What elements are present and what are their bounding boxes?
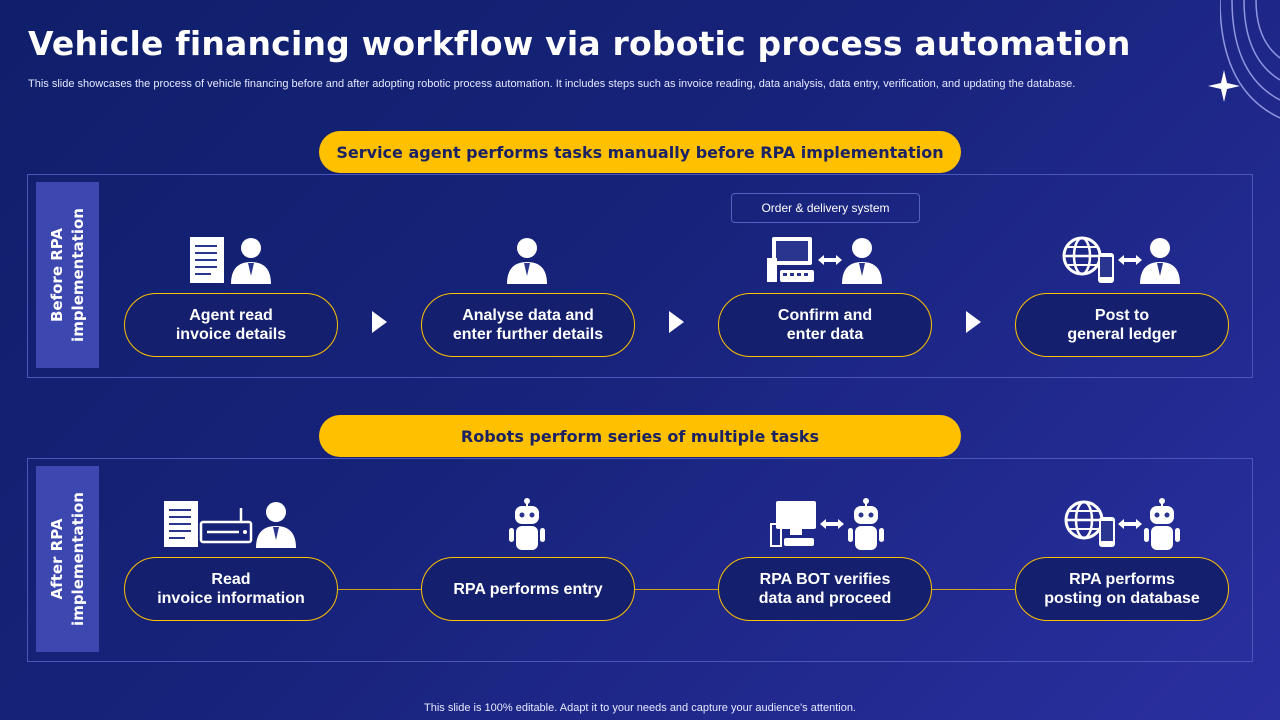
phone-icon [1099, 517, 1115, 547]
footer-note: This slide is 100% editable. Adapt it to… [424, 702, 856, 714]
double-arrow-icon [1118, 519, 1142, 529]
before-side-label: Before RPA implementation [36, 182, 99, 368]
before-side-label-text: Before RPA implementation [47, 208, 87, 342]
double-arrow-icon [818, 255, 842, 265]
globe-icon [1062, 236, 1102, 276]
robot-icon [1144, 498, 1180, 550]
order-delivery-system-box: Order & delivery system [731, 193, 920, 223]
sparkle-icon [1208, 70, 1240, 102]
computer-icon [770, 501, 816, 547]
step-connector [635, 589, 718, 590]
after-step-1: Read invoice information [124, 557, 338, 621]
double-arrow-icon [1118, 255, 1142, 265]
before-banner: Service agent performs tasks manually be… [319, 131, 961, 173]
phone-icon [1098, 253, 1114, 283]
person-icon [1140, 238, 1180, 284]
flow-arrow-icon [669, 311, 684, 333]
double-arrow-icon [820, 519, 844, 529]
computer-icon [767, 237, 814, 282]
before-step-4: Post to general ledger [1015, 293, 1229, 357]
before-panel [27, 174, 1253, 378]
robot-icon [509, 498, 545, 550]
person-icon [231, 238, 271, 284]
after-panel [27, 458, 1253, 662]
page-subtitle: This slide showcases the process of vehi… [28, 78, 1076, 90]
after-banner: Robots perform series of multiple tasks [319, 415, 961, 457]
person-icon [256, 502, 296, 548]
after-step-2: RPA performs entry [421, 557, 635, 621]
after-step-4: RPA performs posting on database [1015, 557, 1229, 621]
person-icon [507, 238, 547, 284]
after-step-3: RPA BOT verifies data and proceed [718, 557, 932, 621]
page-title: Vehicle financing workflow via robotic p… [28, 24, 1131, 63]
person-icon [842, 238, 882, 284]
after-side-label: After RPA implementation [36, 466, 99, 652]
scanner-icon [199, 508, 253, 544]
after-side-label-text: After RPA implementation [47, 492, 87, 626]
document-icon [164, 501, 198, 547]
before-step-2: Analyse data and enter further details [421, 293, 635, 357]
before-step-3: Confirm and enter data [718, 293, 932, 357]
corner-arcs-decoration [1220, 0, 1280, 119]
robot-icon [848, 498, 884, 550]
before-step-1: Agent read invoice details [124, 293, 338, 357]
flow-arrow-icon [966, 311, 981, 333]
step-connector [338, 589, 421, 590]
step-connector [932, 589, 1015, 590]
document-icon [190, 237, 224, 283]
flow-arrow-icon [372, 311, 387, 333]
